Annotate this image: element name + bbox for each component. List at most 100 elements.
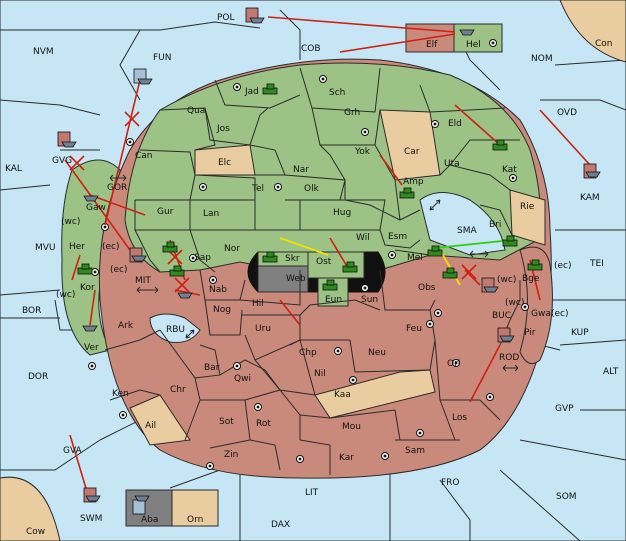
label-Kar: Kar	[339, 453, 354, 463]
fleet-icon	[459, 29, 475, 36]
label-Qua: Qua	[187, 106, 205, 116]
label-Los: Los	[452, 413, 467, 423]
label-TEI: TEI	[589, 259, 604, 269]
label-Sun: Sun	[361, 295, 378, 305]
supply-center-icon	[489, 39, 497, 47]
supply-center-icon	[319, 75, 327, 83]
label-SWM: SWM	[80, 514, 102, 524]
cancel-icon	[69, 155, 85, 171]
label-LIT: LIT	[305, 488, 319, 498]
province-Kaa-shade[interactable]	[314, 369, 436, 419]
label-NVM: NVM	[33, 47, 54, 57]
fleet-icon	[245, 7, 265, 24]
label-Esm: Esm	[388, 232, 407, 242]
label-Lan: Lan	[203, 209, 219, 219]
label-Kat: Kat	[502, 165, 517, 175]
fleet-icon	[83, 487, 101, 503]
label-Mou: Mou	[342, 422, 361, 432]
label-GVG: GVG	[52, 156, 72, 166]
cancel-icon	[461, 264, 477, 280]
province-west-peninsula[interactable]	[61, 159, 121, 356]
label-Con: Con	[595, 39, 613, 49]
label-FUN: FUN	[153, 53, 172, 63]
label-NOM: NOM	[531, 54, 553, 64]
label-coast: (ec)	[554, 261, 572, 271]
fleet-icon	[481, 277, 499, 293]
label-Sam: Sam	[405, 446, 425, 456]
label-Nil: Nil	[314, 369, 326, 379]
label-coast: (ec)	[110, 265, 128, 275]
label-Aba: Aba	[141, 515, 158, 525]
label-Car: Car	[404, 147, 420, 157]
fleets	[57, 7, 601, 515]
label-Qwi: Qwi	[234, 374, 251, 384]
label-Elc: Elc	[218, 158, 231, 168]
supply-center-icon	[189, 254, 197, 262]
label-Ost: Ost	[316, 257, 332, 267]
label-Sap: Sap	[194, 253, 211, 263]
supply-center-icon	[296, 455, 304, 463]
supply-center-icon	[274, 183, 282, 191]
label-Chr: Chr	[170, 385, 186, 395]
label-coast: (wc)	[497, 275, 516, 285]
label-Eld: Eld	[448, 119, 462, 129]
label-Bri: Bri	[489, 220, 501, 230]
fleet-icon	[133, 68, 153, 85]
label-Skr: Skr	[285, 254, 300, 264]
label-POL: POL	[217, 13, 235, 23]
coast-labels: (wc) (ec) (ec) (wc) (wc) (ec) (wc) (ec)	[56, 217, 572, 319]
label-DOR: DOR	[28, 372, 48, 382]
sea-RBU[interactable]	[149, 313, 201, 343]
label-Nab: Nab	[209, 285, 227, 295]
label-coast: (wc)	[56, 290, 75, 300]
label-Ver: Ver	[84, 343, 99, 353]
label-Her: Her	[69, 242, 85, 252]
orders-layer	[64, 16, 591, 496]
supply-center-icon	[426, 320, 434, 328]
label-coast: (wc)	[61, 217, 80, 227]
army-icon	[427, 245, 443, 257]
label-Uru: Uru	[255, 324, 271, 334]
label-Orn: Orn	[187, 515, 203, 525]
armies	[77, 83, 543, 291]
army-icon	[77, 263, 93, 275]
army-icon	[322, 279, 338, 291]
supply-center-icon	[88, 362, 96, 370]
fleet-icon	[583, 163, 601, 179]
label-Uta: Uta	[444, 159, 460, 169]
army-icon	[162, 241, 178, 253]
province-Orn[interactable]	[171, 489, 219, 527]
label-Kor: Kor	[80, 283, 95, 293]
cancel-icon	[124, 111, 140, 127]
province-Hel[interactable]	[453, 23, 503, 53]
label-Jad: Jad	[244, 87, 259, 97]
province-Ost[interactable]	[307, 251, 365, 279]
label-Gwa: Gwa	[531, 309, 551, 319]
province-Ail-shade[interactable]	[129, 394, 191, 446]
cancel-icons	[69, 111, 477, 293]
label-Nar: Nar	[293, 165, 309, 175]
label-Ark: Ark	[118, 321, 134, 331]
label-Hel: Hel	[466, 40, 481, 50]
label-ALT: ALT	[603, 367, 619, 377]
label-Wil: Wil	[356, 233, 370, 243]
supply-center-icon	[361, 128, 369, 136]
army-icon	[502, 235, 518, 247]
label-Jos: Jos	[216, 124, 230, 134]
army-icon	[492, 139, 508, 151]
label-Sot: Sot	[219, 417, 234, 427]
label-Olk: Olk	[304, 184, 320, 194]
label-Grh: Grh	[344, 108, 360, 118]
province-Rie-shade[interactable]	[509, 189, 546, 246]
sea-SMA[interactable]	[419, 192, 506, 256]
label-Nor: Nor	[224, 244, 240, 254]
label-Rot: Rot	[256, 419, 271, 429]
supply-centers	[88, 39, 529, 470]
label-SOM: SOM	[556, 492, 577, 502]
label-coast: (ec)	[551, 309, 569, 319]
label-Bar: Bar	[204, 363, 220, 373]
supply-center-icon	[434, 309, 442, 317]
label-KUP: KUP	[571, 328, 589, 338]
supply-center-icon	[388, 251, 396, 259]
supply-center-icon	[452, 359, 460, 367]
